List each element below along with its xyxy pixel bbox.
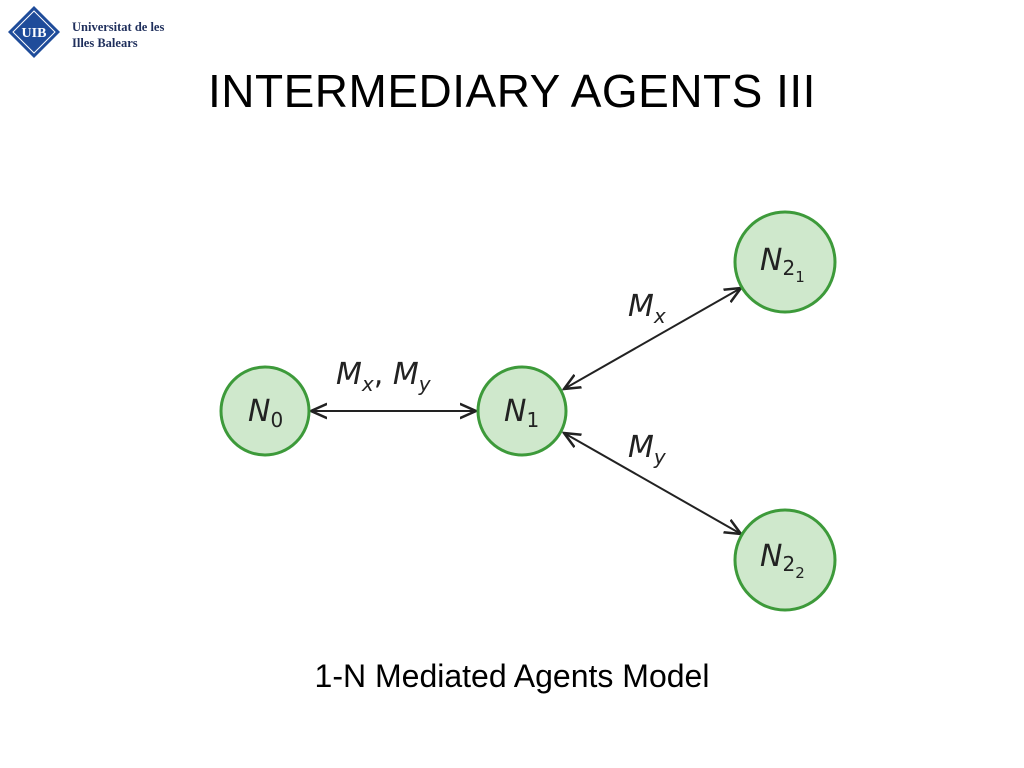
node-sub: 0 <box>270 408 283 432</box>
edge-n1-n22 <box>564 433 741 534</box>
node-base: N <box>504 394 526 429</box>
label-part-sub: y <box>653 445 667 469</box>
node-n1-label: N1 <box>504 394 539 432</box>
edge-n1-n21 <box>564 288 741 389</box>
slide-title: INTERMEDIARY AGENTS III <box>208 65 816 117</box>
node-base: N <box>248 394 270 429</box>
node-n21-label: N21 <box>760 243 805 286</box>
label-part: M <box>336 357 362 392</box>
node-sub: 2 <box>782 552 795 576</box>
edge-label-n1-n21: Mx <box>628 289 666 328</box>
node-n1-circle <box>476 365 568 457</box>
edge-label-n0-n1: Mx, My <box>336 357 432 396</box>
node-n0: N0 <box>219 365 311 457</box>
logo-line-2: Illes Balears <box>72 36 138 50</box>
node-n22: N22 <box>733 508 837 612</box>
node-n0-label: N0 <box>248 394 283 432</box>
label-part: M <box>393 357 419 392</box>
node-base: N <box>760 243 782 278</box>
uib-diamond-icon: UIB <box>8 6 60 58</box>
label-part-sub: x <box>361 372 374 396</box>
logo-diamond <box>8 6 60 58</box>
university-logo: UIB Universitat de les Illes Balears <box>6 4 206 60</box>
edge-label-n1-n22: My <box>628 430 667 469</box>
node-sub: 2 <box>782 256 795 280</box>
logo-monogram: UIB <box>22 26 47 41</box>
node-n0-circle <box>219 365 311 457</box>
label-part-sub: x <box>653 304 666 328</box>
node-n22-label: N22 <box>760 539 805 582</box>
node-n1: N1 <box>476 365 568 457</box>
logo-diamond-inner <box>12 10 56 54</box>
label-part: M <box>628 430 654 465</box>
node-base: N <box>760 539 782 574</box>
node-n22-circle <box>733 508 837 612</box>
label-separator: , <box>374 357 393 392</box>
diagram-caption: 1-N Mediated Agents Model <box>314 658 710 694</box>
node-n21-circle <box>733 210 837 314</box>
label-part: M <box>628 289 654 324</box>
node-subsub: 2 <box>795 564 805 582</box>
logo-line-1: Universitat de les <box>72 20 165 34</box>
logo-text: Universitat de les Illes Balears <box>72 19 164 51</box>
label-part-sub: y <box>418 372 432 396</box>
node-sub: 1 <box>526 408 539 432</box>
node-subsub: 1 <box>795 268 805 286</box>
node-n21: N21 <box>733 210 837 314</box>
